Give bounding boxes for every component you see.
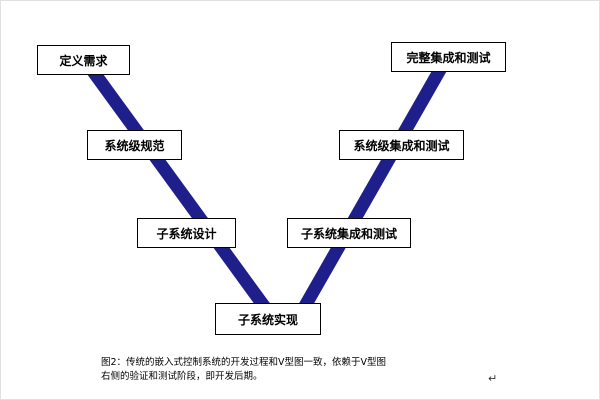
box-complete-integration-test: 完整集成和测试: [391, 42, 506, 72]
paragraph-return-mark: ↵: [488, 372, 498, 385]
box-system-level-spec: 系统级规范: [87, 130, 182, 160]
box-subsystem-design: 子系统设计: [137, 218, 236, 248]
v-left-line: [81, 59, 275, 317]
box-system-level-integration-test: 系统级集成和测试: [339, 130, 464, 160]
box-define-requirements: 定义需求: [37, 45, 130, 75]
box-subsystem-implementation: 子系统实现: [215, 303, 321, 335]
v-right-line: [295, 57, 451, 317]
box-subsystem-integration-test: 子系统集成和测试: [287, 218, 411, 248]
figure-caption-line2: 右侧的验证和测试阶段，即开发后期。: [101, 370, 263, 382]
figure-caption-line1: 图2：传统的嵌入式控制系统的开发过程和V型图一致，依赖于V型图: [101, 357, 387, 368]
figure-caption: 图2：传统的嵌入式控制系统的开发过程和V型图一致，依赖于V型图 右侧的验证和测试…: [101, 356, 386, 384]
